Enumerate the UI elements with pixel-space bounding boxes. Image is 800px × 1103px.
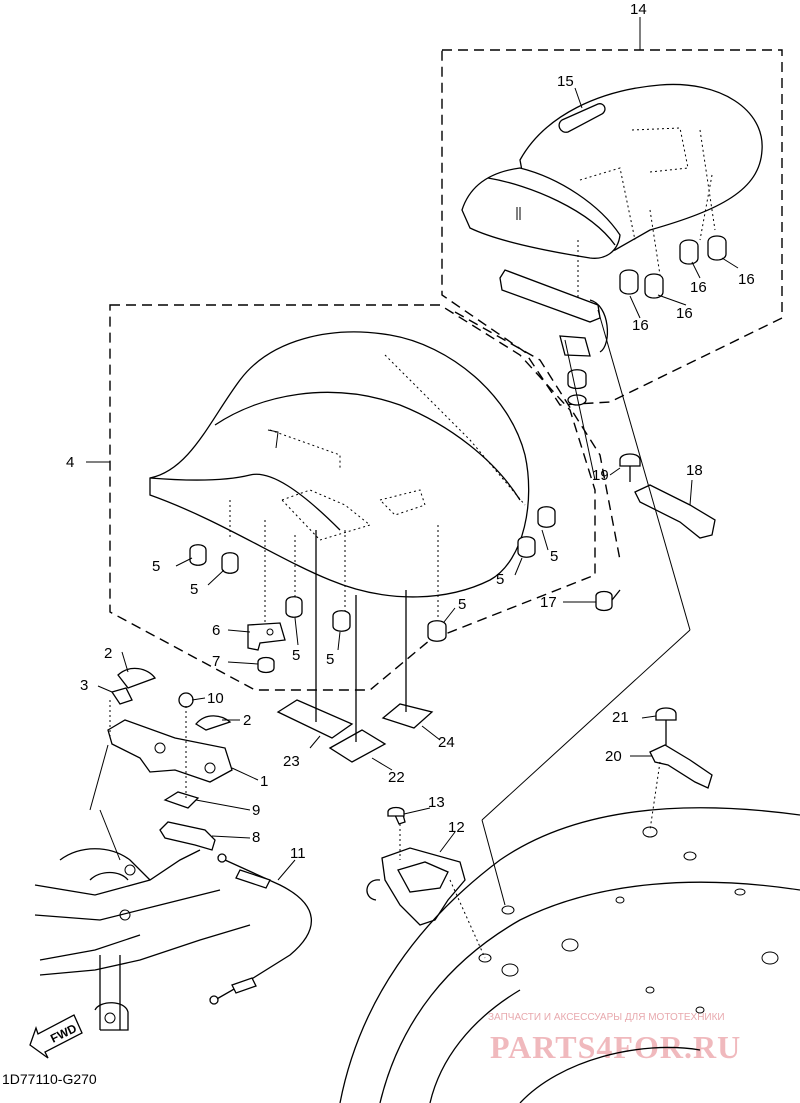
part-labels: 14 15 16 16 16 16 4 5 5 5 5 5 5 5 6 7 2 …	[2, 1, 755, 1087]
label-13: 13	[428, 794, 445, 811]
seat-lock-cable	[209, 853, 313, 1005]
label-4: 4	[66, 454, 74, 471]
bracket-20	[649, 707, 713, 831]
label-12: 12	[448, 819, 465, 836]
label-5-b: 5	[190, 581, 198, 598]
leader-lines	[86, 17, 739, 881]
front-seat	[149, 331, 530, 640]
label-8: 8	[252, 829, 260, 846]
label-19: 19	[592, 467, 609, 484]
watermark-line2: PARTS4FOR.RU	[490, 1029, 741, 1065]
adhesive-pads	[276, 530, 434, 763]
label-6: 6	[212, 622, 220, 639]
frame-outline	[34, 848, 251, 1031]
seat-lock-assembly	[107, 667, 233, 851]
rear-dampers	[619, 235, 727, 299]
label-9: 9	[252, 802, 260, 819]
label-16-b: 16	[690, 279, 707, 296]
label-5-c: 5	[292, 647, 300, 664]
bolt-17	[595, 589, 621, 612]
label-5-a: 5	[152, 558, 160, 575]
label-11: 11	[290, 845, 306, 862]
label-15: 15	[557, 73, 574, 90]
diagram-code: 1D77110-G270	[2, 1071, 97, 1087]
bracket-18	[619, 453, 716, 539]
label-16-d: 16	[632, 317, 649, 334]
rear-seat	[461, 83, 763, 310]
label-5-e: 5	[458, 596, 466, 613]
label-5-g: 5	[550, 548, 558, 565]
connector-lines	[89, 309, 691, 906]
watermark: ЗАПЧАСТИ И АКСЕССУАРЫ ДЛЯ МОТОТЕХНИКИ PA…	[488, 1012, 741, 1065]
label-2-a: 2	[104, 645, 112, 662]
label-18: 18	[686, 462, 703, 479]
label-7: 7	[212, 653, 220, 670]
label-20: 20	[605, 748, 622, 765]
rear-seat-group-outline	[441, 49, 783, 406]
rear-seat-bracket	[499, 269, 609, 406]
group-outlines	[109, 49, 783, 691]
label-5-d: 5	[326, 651, 334, 668]
front-dampers	[189, 506, 556, 642]
label-3: 3	[80, 677, 88, 694]
label-22: 22	[388, 769, 405, 786]
fwd-arrow: FWD	[29, 1014, 83, 1059]
bracket-6	[247, 622, 286, 674]
label-10: 10	[207, 690, 224, 707]
label-16-c: 16	[676, 305, 693, 322]
label-17: 17	[540, 594, 557, 611]
label-23: 23	[283, 753, 300, 770]
label-1: 1	[260, 773, 268, 790]
rear-fender	[339, 807, 800, 1103]
label-21: 21	[612, 709, 629, 726]
seat-latch	[366, 806, 486, 959]
label-16-a: 16	[738, 271, 755, 288]
watermark-line1: ЗАПЧАСТИ И АКСЕССУАРЫ ДЛЯ МОТОТЕХНИКИ	[488, 1012, 725, 1023]
label-2-b: 2	[243, 712, 251, 729]
front-seat-group-outline	[109, 304, 596, 691]
label-5-f: 5	[496, 571, 504, 588]
label-14: 14	[630, 1, 647, 18]
label-24: 24	[438, 734, 455, 751]
